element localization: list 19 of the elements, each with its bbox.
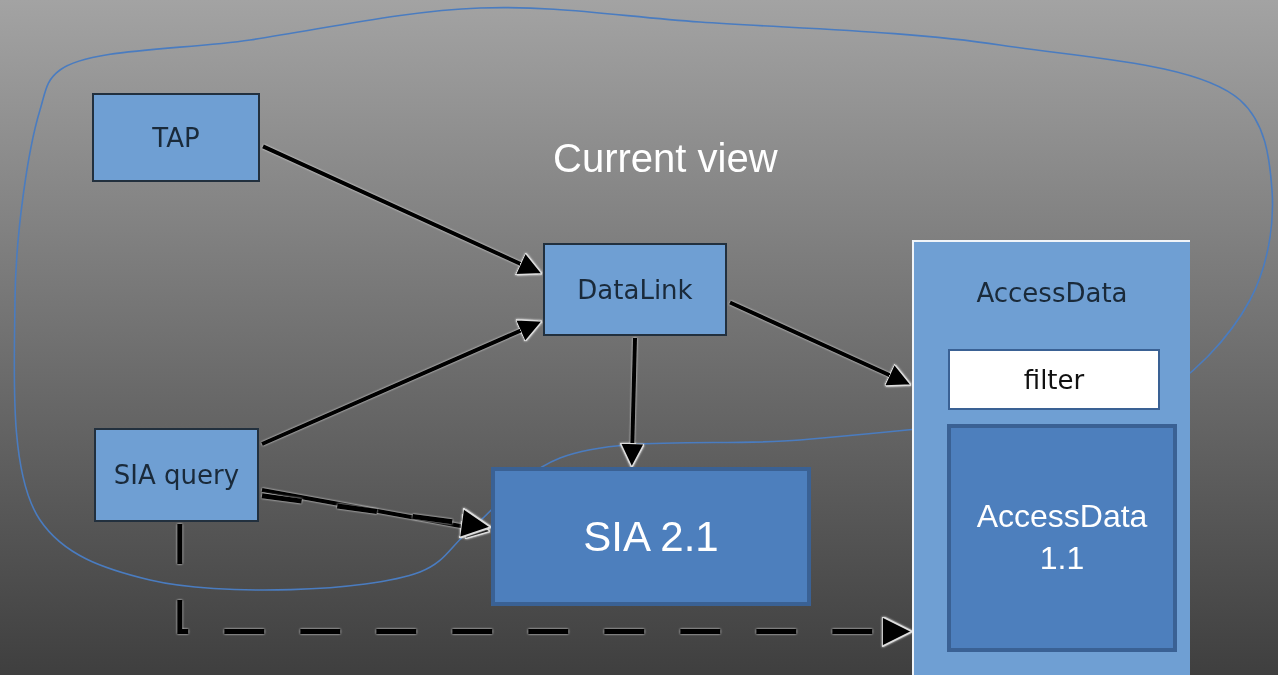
view-title: Current view (553, 136, 778, 181)
box-label: filter (1023, 364, 1085, 395)
box-label: TAP (152, 122, 200, 153)
arrow (619, 337, 646, 469)
box-label: AccessData 1.1 (975, 497, 1149, 578)
box-label: AccessData (976, 278, 1128, 308)
container-box (912, 240, 1190, 675)
process-box (92, 93, 260, 182)
arrow (729, 300, 912, 387)
process-box (947, 424, 1177, 652)
filter-box (948, 349, 1160, 410)
arrow (261, 319, 543, 446)
box-label: SIA 2.1 (583, 512, 719, 561)
process-box (543, 243, 727, 336)
process-box (94, 428, 259, 522)
box-label: SIA query (113, 460, 240, 490)
arrow (262, 144, 543, 276)
box-label: DataLink (577, 274, 693, 305)
process-box (491, 467, 811, 606)
